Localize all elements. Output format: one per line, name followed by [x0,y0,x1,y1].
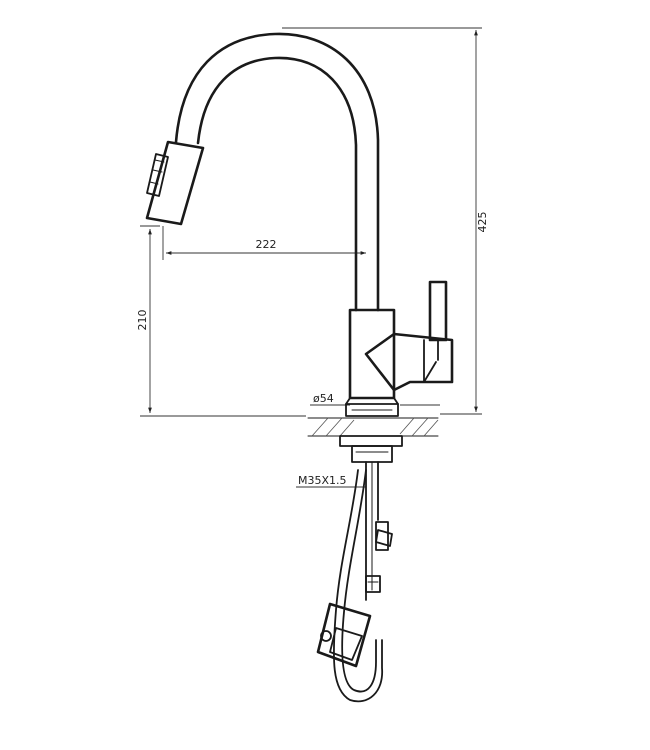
dimension-210-label: 210 [136,310,149,331]
gooseneck-spout [174,32,380,312]
lever-handle [364,280,454,392]
dimension-diameter-label: ø54 [313,392,334,405]
dimension-222-label: 222 [256,238,277,251]
pullout-hose [332,469,383,703]
dimension-425-label: 425 [476,212,489,233]
dimension-diameter-54: ø54 [310,392,440,406]
hose-weight [316,602,372,668]
dimension-210: 210 [136,225,306,417]
faucet-body [345,308,399,417]
supply-connectors [365,521,393,593]
dimension-thread: M35X1.5 [296,474,366,488]
spray-head [145,140,205,226]
dimension-thread-label: M35X1.5 [298,474,347,487]
dimension-222: 222 [162,226,366,260]
dimension-425: 425 [282,27,489,415]
countertop-section [307,417,439,437]
